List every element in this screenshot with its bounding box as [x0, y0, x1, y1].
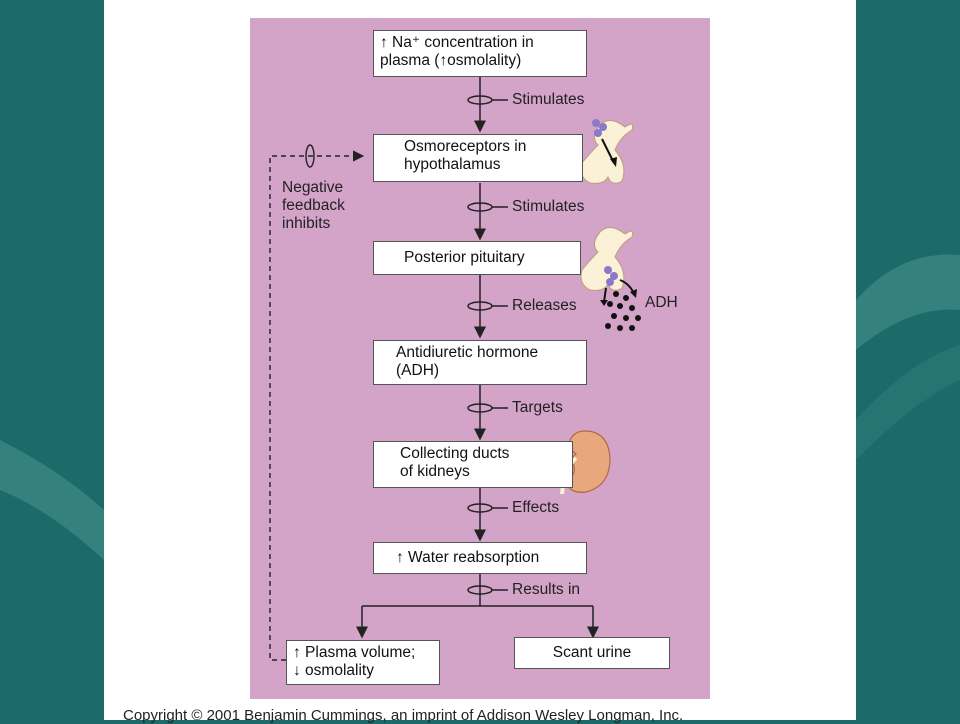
osmoreceptors-box: Osmoreceptors in hypothalamus — [373, 134, 583, 182]
stimulates-label-1: Stimulates — [512, 91, 585, 108]
results-in-label: Results in — [512, 581, 581, 598]
pituitary-illustration — [580, 227, 641, 331]
stimulates-label-2: Stimulates — [512, 198, 585, 215]
adh-label: ADH — [645, 294, 678, 311]
posterior-pituitary-box: Posterior pituitary — [373, 241, 581, 275]
hypothalamus-illustration — [580, 119, 634, 184]
targets-label: Targets — [512, 399, 563, 416]
na-concentration-box: ↑ Na⁺ concentration in plasma (↑osmolali… — [373, 30, 587, 77]
effects-label: Effects — [512, 499, 560, 516]
adh-box: Antidiuretic hormone (ADH) — [373, 340, 587, 385]
collecting-ducts-box: Collecting ducts of kidneys — [373, 441, 573, 488]
copyright-text: Copyright © 2001 Benjamin Cummings, an i… — [123, 707, 684, 724]
scant-urine-box: Scant urine — [514, 637, 670, 669]
releases-label: Releases — [512, 297, 577, 314]
water-reabsorption-box: ↑ Water reabsorption — [373, 542, 587, 574]
negative-feedback-label: Negative feedback inhibits — [282, 179, 345, 232]
plasma-volume-box: ↑ Plasma volume; ↓ osmolality — [286, 640, 440, 685]
